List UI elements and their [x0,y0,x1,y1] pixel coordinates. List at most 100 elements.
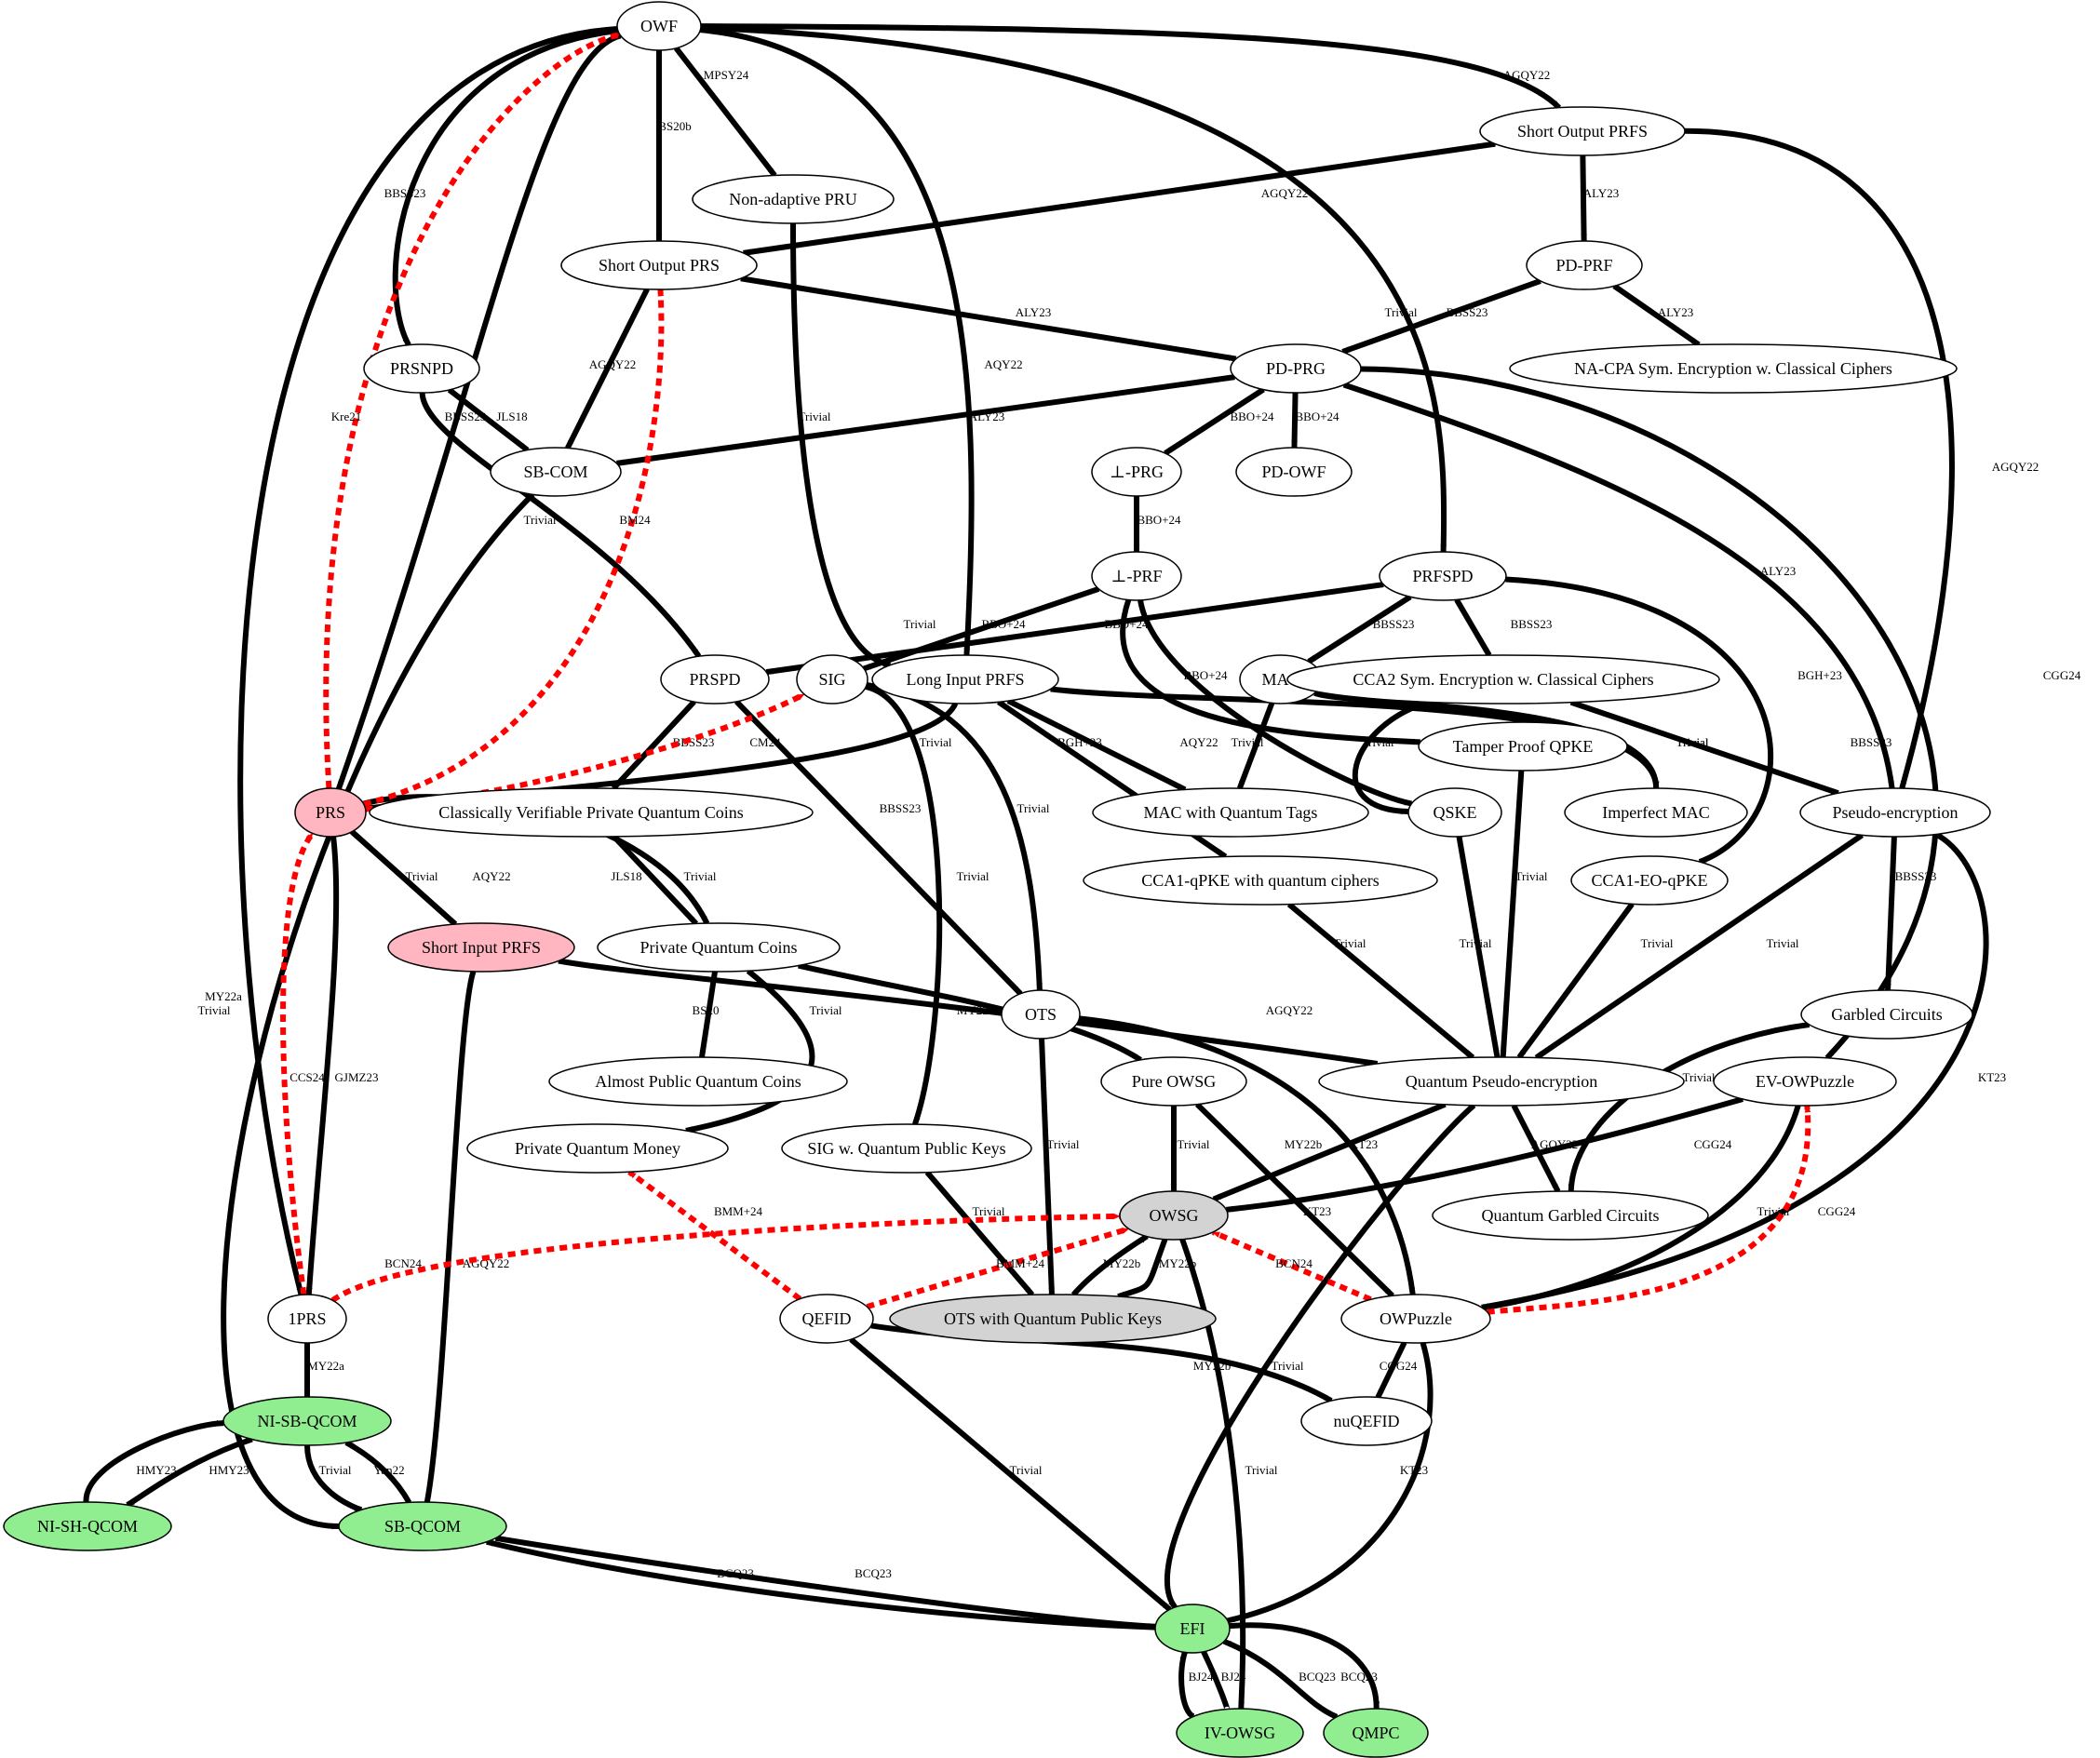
edge-label: BS20 [693,1003,720,1017]
node-shape [294,787,367,838]
node-shape [1340,1294,1491,1344]
edge-label: BM24 [619,513,651,527]
edge-label: BBSS23 [445,409,487,423]
node-label: EFI [1180,1619,1205,1638]
node-label: Imperfect MAC [1602,803,1709,822]
node-otsqpk: OTS with Quantum Public Keys [889,1294,1217,1344]
edge-label: BBO+24 [1137,513,1181,527]
edge-label: Yan22 [373,1463,404,1477]
edge-owf-to-oneprs [237,25,618,1296]
edge-label: GJMZ23 [335,1070,379,1084]
edge-label: JLS18 [611,869,641,883]
node-shape [1318,1056,1685,1107]
edge-label: AGQY22 [1266,1003,1313,1017]
node-label: IV-OWSG [1205,1724,1275,1742]
edge-label: BBSS23 [1373,617,1415,631]
edge-label: BBSS23 [880,801,922,815]
node-efi: EFI [1154,1604,1231,1654]
node-soprfs: Short Output PRFS [1479,106,1686,156]
edge-oneprs-to-owsg [330,1213,1121,1303]
node-label: Almost Public Quantum Coins [595,1072,801,1091]
edge-label: Trivial [1272,1359,1304,1373]
node-label: SB-QCOM [384,1517,461,1536]
edge-label: BMM+24 [714,1204,763,1218]
node-shape [597,922,841,973]
edge-owf-to-prs [335,33,622,790]
edge-label: BJ24 [1189,1670,1214,1684]
edge-qmpc-to-efi [1222,1638,1339,1720]
node-label: EV-OWPuzzle [1756,1072,1854,1091]
node-label: QSKE [1433,803,1476,822]
edge-label: BCN24 [384,1256,422,1270]
node-pdowf: PD-OWF [1235,447,1353,497]
edge-label: AQY22 [472,869,510,883]
node-label: OWF [640,17,678,35]
edge-label: BBSS23 [1895,869,1937,883]
edge-cca1eo-to-qpse [1516,902,1635,1059]
edge-label: BBSS23 [1511,617,1553,631]
edge-pse-to-owp [1481,831,1989,1310]
edge-qpse-to-owsg [1212,1101,1447,1202]
edge-label: KT23 [1978,1070,2006,1084]
edge-owp-to-nuqefid [1375,1341,1407,1399]
node-shape [1570,855,1729,906]
edge-owf-to-prfspd [700,24,1447,553]
edge-label: ALY23 [1583,186,1619,200]
edge-qpse-to-qgc [1511,1104,1561,1193]
node-label: PRSPD [689,670,740,689]
edge-ots-to-otsqpk [1039,1038,1056,1295]
edge-prsnpd-to-sbcom [447,387,530,452]
node-label: OWSG [1150,1206,1199,1225]
node-shape [1286,654,1720,705]
edge-oneprs-to-prs [280,831,316,1295]
node-pdprg: PD-PRG [1230,343,1362,394]
node-label: PRS [316,803,345,822]
edge-efi-to-sbq [486,1538,1156,1631]
node-apqc: Almost Public Quantum Coins [548,1056,848,1107]
edge-label: Kre21 [331,409,362,423]
node-shape [1379,551,1507,601]
edge-label: CCS24 [289,1070,325,1084]
edge-pdprg-to-pse [1342,382,1895,789]
node-shape [1235,447,1353,497]
node-label: OTS [1025,1005,1057,1024]
edge-label: AGQY22 [589,357,637,371]
node-qefid: QEFID [779,1294,874,1344]
node-shape [490,447,622,497]
edge-label: AGQY22 [1261,186,1309,200]
node-prg_: ⊥-PRG [1091,447,1182,497]
node-label: NA-CPA Sym. Encryption w. Classical Ciph… [1574,359,1892,378]
node-shape [616,1,702,51]
edge-pdprg-to-evowp [1360,366,1940,1060]
edge-prf_-to-tpqpke [1120,598,1421,745]
edge-pqc-to-apqc [699,971,718,1058]
edge-sbq-to-nisbq [344,1440,412,1504]
edge-nisbq-to-nishq [126,1436,253,1508]
edge-prs-to-oneprs [305,836,340,1295]
node-shape [1323,1708,1429,1758]
node-nacpa: NA-CPA Sym. Encryption w. Classical Ciph… [1509,343,1958,394]
edge-pdprg-to-sbcom [615,374,1235,466]
edge-label: BMM+24 [996,1256,1045,1270]
node-shape [548,1056,848,1107]
node-shape [1799,787,1991,838]
edge-label: CGG24 [1694,1137,1732,1151]
edge-efi-to-qmpc [1229,1622,1380,1710]
edge-label: HMY23 [136,1463,176,1477]
edge-label: ALY23 [1760,564,1796,578]
node-tpqpke: Tamper Proof QPKE [1418,721,1628,772]
node-label: Short Input PRFS [422,938,541,957]
node-siprfs: Short Input PRFS [387,922,575,973]
edge-pse-to-qpse [1534,832,1864,1060]
node-owf: OWF [616,1,702,51]
edge-prfspd-to-cca1eo [1505,576,1774,865]
edge-label: Trivial [1017,801,1050,815]
edge-label: Trivial [799,409,831,423]
edge-qske-to-qpse [1456,836,1501,1058]
edge-label: BBO+24 [1230,409,1274,423]
node-shape [3,1501,172,1551]
node-label: Classically Verifiable Private Quantum C… [438,803,744,822]
edge-label: Trivial [684,869,717,883]
edge-siprfs-to-prs [350,829,458,927]
